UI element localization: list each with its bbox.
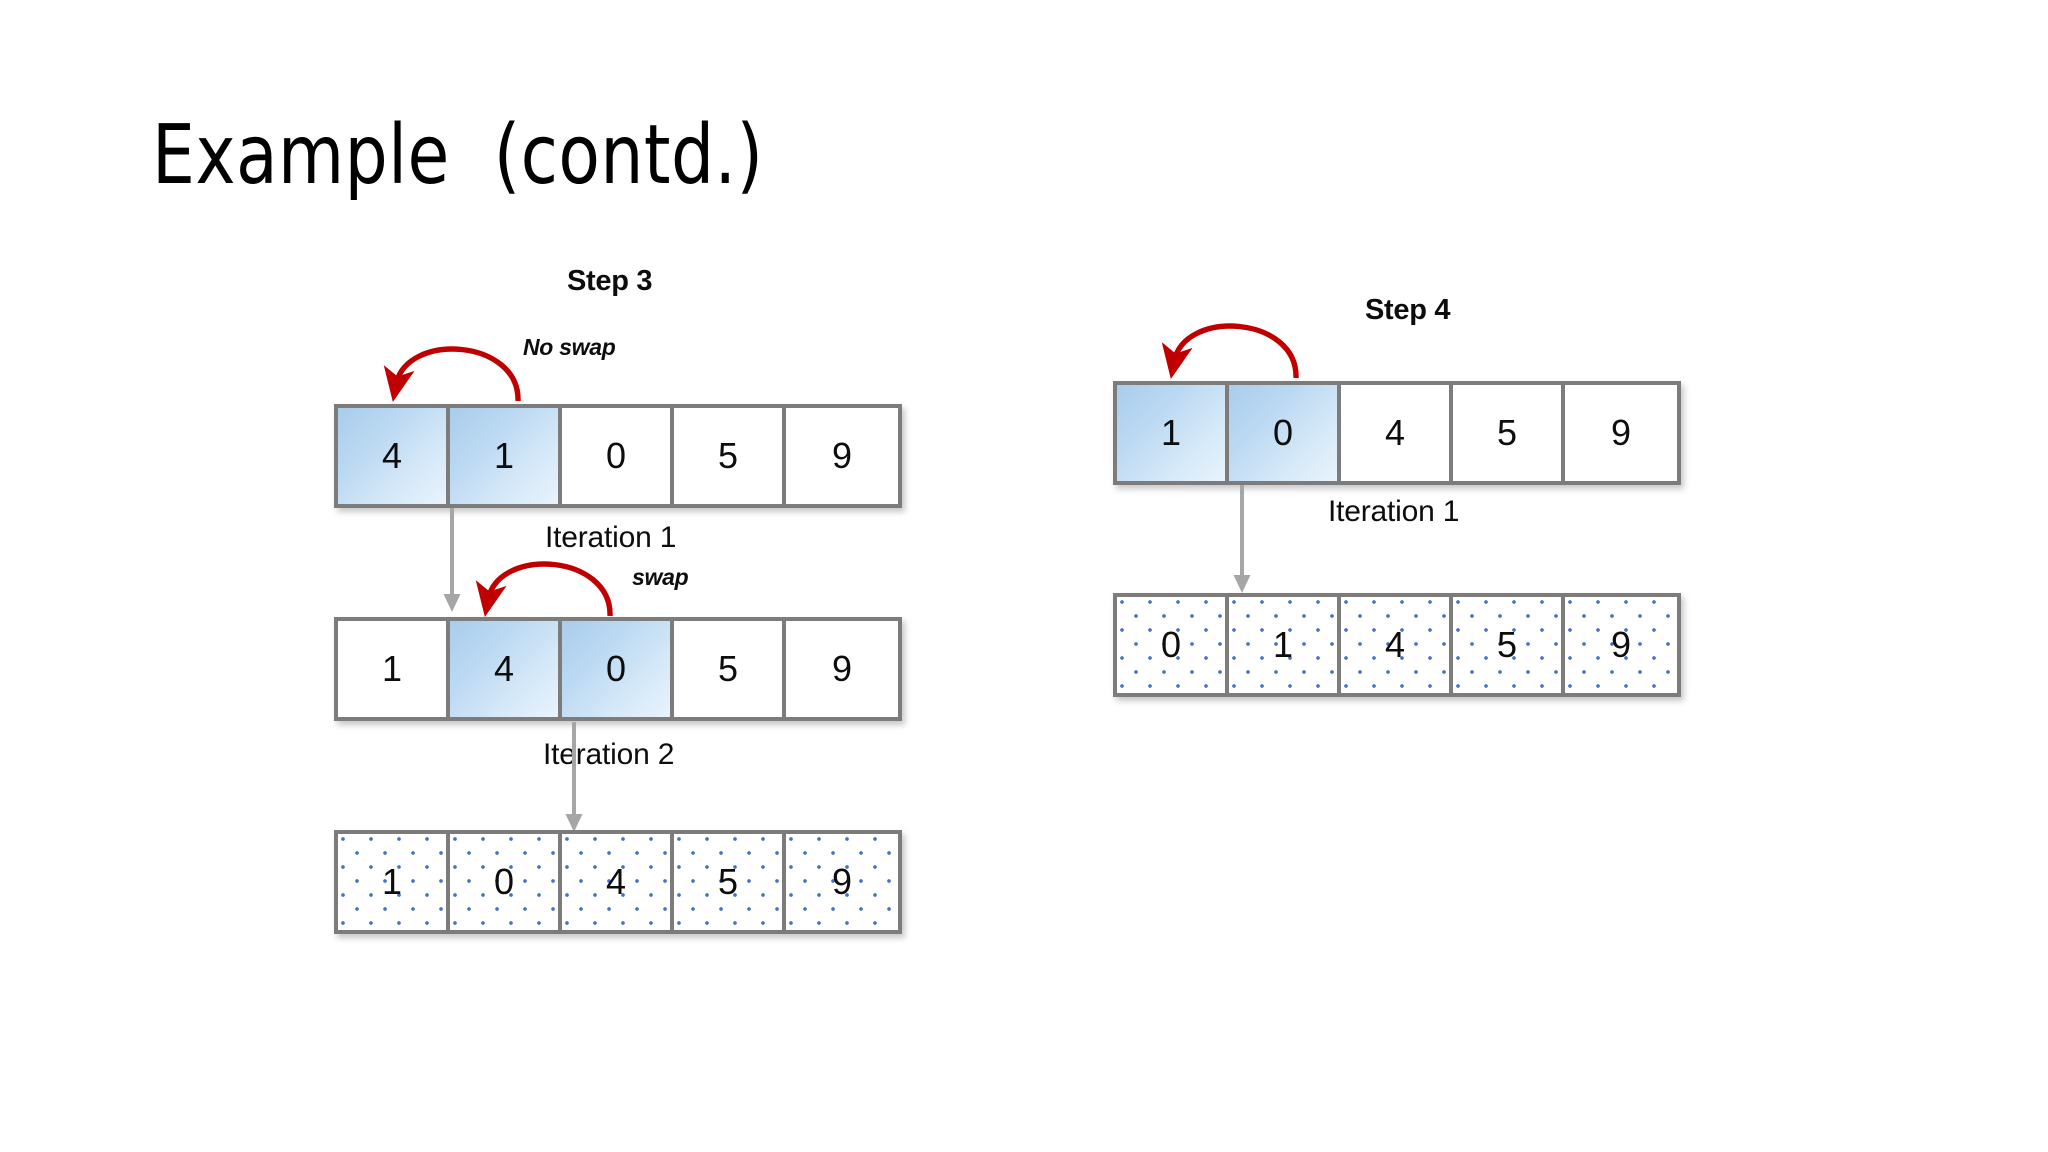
step-4-group: Step 4 1 0 4 5 9 Iteration 1 0 xyxy=(1113,294,1681,697)
step-3-swap-note: swap xyxy=(632,564,689,590)
array-cell[interactable]: 9 xyxy=(786,834,898,930)
step-3-no-swap-note: No swap xyxy=(523,334,616,360)
array-cell[interactable]: 5 xyxy=(674,621,786,717)
step-3-iteration-1-label: Iteration 1 xyxy=(545,521,677,554)
step-4-iteration-1-label: Iteration 1 xyxy=(1328,495,1460,528)
array-cell[interactable]: 1 xyxy=(1117,385,1229,481)
array-cell[interactable]: 0 xyxy=(1117,597,1229,693)
array-cell[interactable]: 5 xyxy=(674,834,786,930)
array-cell[interactable]: 9 xyxy=(786,621,898,717)
step3-row3-array: 1 0 4 5 9 xyxy=(334,830,902,934)
array-cell[interactable]: 4 xyxy=(1341,385,1453,481)
array-cell[interactable]: 0 xyxy=(562,408,674,504)
array-cell[interactable]: 5 xyxy=(674,408,786,504)
step3-row2-array: 1 4 0 5 9 xyxy=(334,617,902,721)
array-cell[interactable]: 9 xyxy=(786,408,898,504)
step4-row2-array: 0 1 4 5 9 xyxy=(1113,593,1681,697)
array-cell[interactable]: 4 xyxy=(562,834,674,930)
step-4-label: Step 4 xyxy=(1365,294,1451,326)
array-cell[interactable]: 1 xyxy=(338,621,450,717)
step-3-group: Step 3 No swap 4 1 0 5 9 Iteration 1 xyxy=(0,0,1000,1000)
array-cell[interactable]: 9 xyxy=(1565,385,1677,481)
array-cell[interactable]: 1 xyxy=(338,834,450,930)
array-cell[interactable]: 0 xyxy=(450,834,562,930)
array-cell[interactable]: 0 xyxy=(1229,385,1341,481)
page-title: Example (contd.) xyxy=(152,108,764,203)
array-cell[interactable]: 4 xyxy=(1341,597,1453,693)
array-cell[interactable]: 5 xyxy=(1453,385,1565,481)
array-cell[interactable]: 9 xyxy=(1565,597,1677,693)
array-cell[interactable]: 1 xyxy=(450,408,562,504)
flow-arrow-down-icon xyxy=(1233,485,1251,593)
array-cell[interactable]: 5 xyxy=(1453,597,1565,693)
array-cell[interactable]: 4 xyxy=(338,408,450,504)
step4-row1-array: 1 0 4 5 9 xyxy=(1113,381,1681,485)
array-cell[interactable]: 4 xyxy=(450,621,562,717)
step-3-iteration-2-label: Iteration 2 xyxy=(543,738,675,771)
step-3-label: Step 3 xyxy=(567,265,653,297)
array-cell[interactable]: 1 xyxy=(1229,597,1341,693)
step3-row1-array: 4 1 0 5 9 xyxy=(334,404,902,508)
array-cell[interactable]: 0 xyxy=(562,621,674,717)
swap-arrow-icon xyxy=(1161,323,1299,379)
